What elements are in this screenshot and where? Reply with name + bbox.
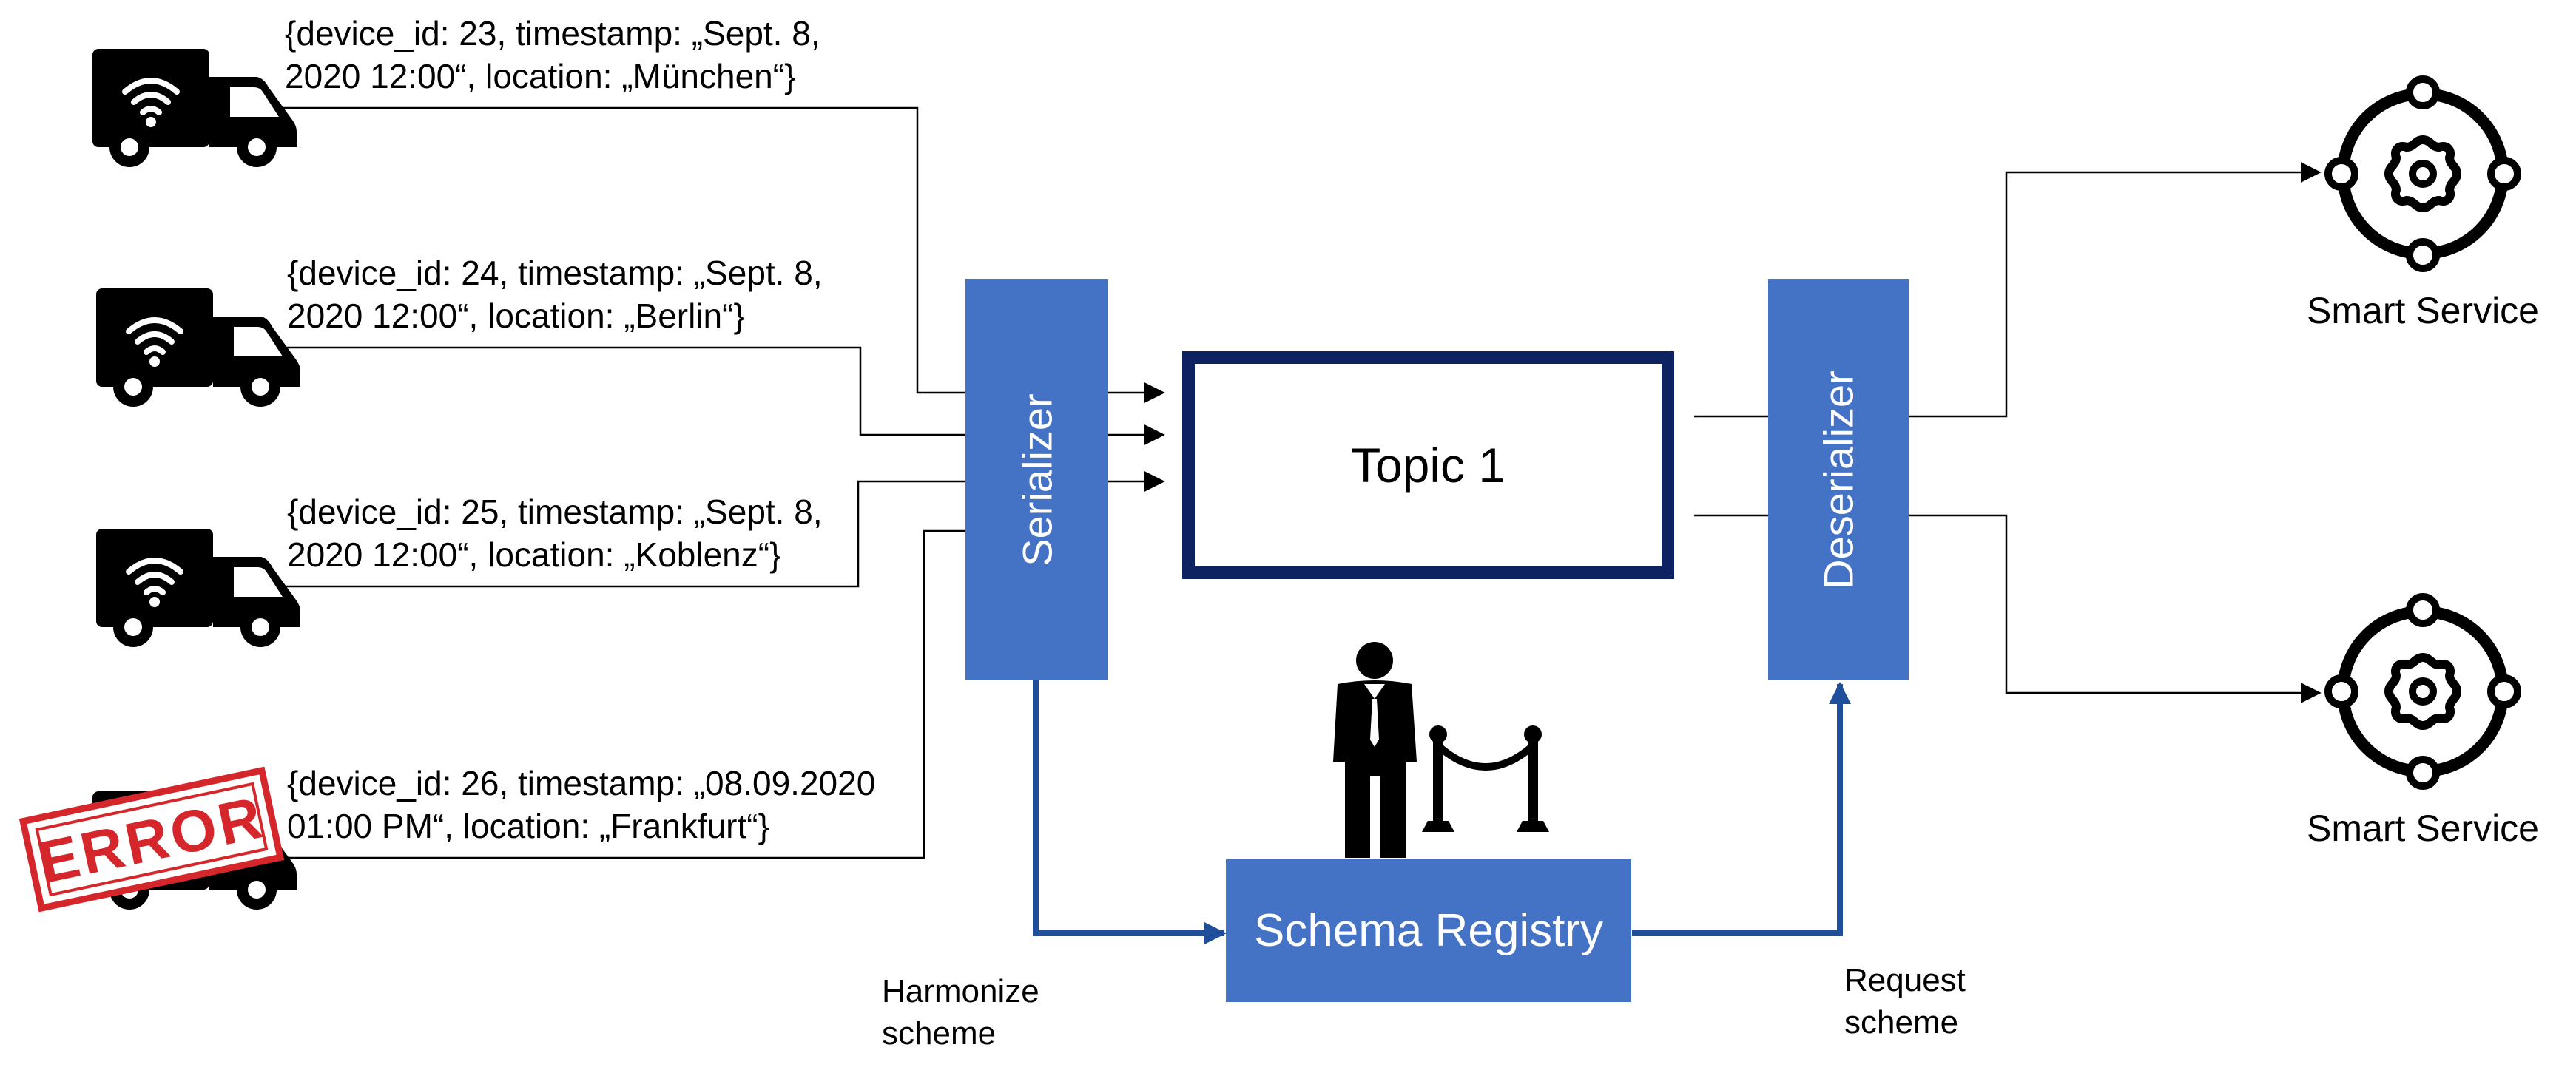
- request-line: scheme: [1844, 1004, 1959, 1041]
- request-line: Request: [1844, 962, 1966, 998]
- error-stamp-icon: ERROR: [18, 766, 285, 913]
- smart-service-gear-icon: [2324, 75, 2521, 272]
- truck-icon: [96, 529, 300, 647]
- payload-line: 2020 12:00“, location: „Koblenz“}: [287, 535, 781, 574]
- payload-line: {device_id: 24, timestamp: „Sept. 8,: [287, 254, 823, 292]
- connector-device-4: [285, 529, 965, 859]
- connector-device-3: [285, 480, 965, 588]
- topic-label: Topic 1: [1350, 438, 1506, 493]
- arrow-deserializer-service-2: [1909, 514, 2322, 703]
- topic-box: Topic 1: [1182, 351, 1674, 579]
- request-scheme-label: Request scheme: [1844, 959, 1966, 1043]
- device-payload-2: {device_id: 24, timestamp: „Sept. 8, 202…: [287, 251, 823, 337]
- doorman-icon: [1333, 642, 1417, 858]
- truck-icon: [92, 49, 297, 167]
- truck-icon: [96, 288, 300, 407]
- arrow-harmonize-scheme: [1033, 680, 1227, 944]
- device-payload-3: {device_id: 25, timestamp: „Sept. 8, 202…: [287, 490, 823, 576]
- payload-line: {device_id: 23, timestamp: „Sept. 8,: [285, 14, 820, 53]
- payload-line: 2020 12:00“, location: „Berlin“}: [287, 297, 745, 335]
- schema-registry-block: Schema Registry: [1226, 859, 1631, 1002]
- device-payload-4: {device_id: 26, timestamp: „08.09.2020 0…: [287, 762, 875, 847]
- schema-registry-label: Schema Registry: [1253, 905, 1604, 956]
- smart-service-gear-icon: [2324, 593, 2521, 790]
- payload-line: 01:00 PM“, location: „Frankfurt“}: [287, 807, 769, 845]
- deserializer-label: Deserializer: [1815, 370, 1862, 589]
- device-payload-1: {device_id: 23, timestamp: „Sept. 8, 202…: [285, 12, 820, 98]
- arrow-deserializer-service-1: [1909, 162, 2322, 418]
- payload-line: {device_id: 26, timestamp: „08.09.2020: [287, 764, 876, 802]
- deserializer-block: Deserializer: [1768, 279, 1909, 680]
- harmonize-line: Harmonize: [882, 973, 1039, 1009]
- rope-barrier-icon: [1422, 725, 1549, 832]
- connector-device-1: [268, 106, 965, 394]
- serializer-label: Serializer: [1014, 393, 1060, 566]
- payload-line: {device_id: 25, timestamp: „Sept. 8,: [287, 493, 823, 531]
- smart-service-label-1: Smart Service: [2307, 290, 2539, 331]
- smart-service-label-2: Smart Service: [2307, 808, 2539, 849]
- serializer-block: Serializer: [965, 279, 1108, 680]
- arrow-request-scheme: [1632, 682, 1851, 936]
- connector-device-2: [285, 346, 965, 436]
- payload-line: 2020 12:00“, location: „München“}: [285, 57, 796, 95]
- harmonize-scheme-label: Harmonize scheme: [882, 970, 1039, 1055]
- harmonize-line: scheme: [882, 1015, 997, 1052]
